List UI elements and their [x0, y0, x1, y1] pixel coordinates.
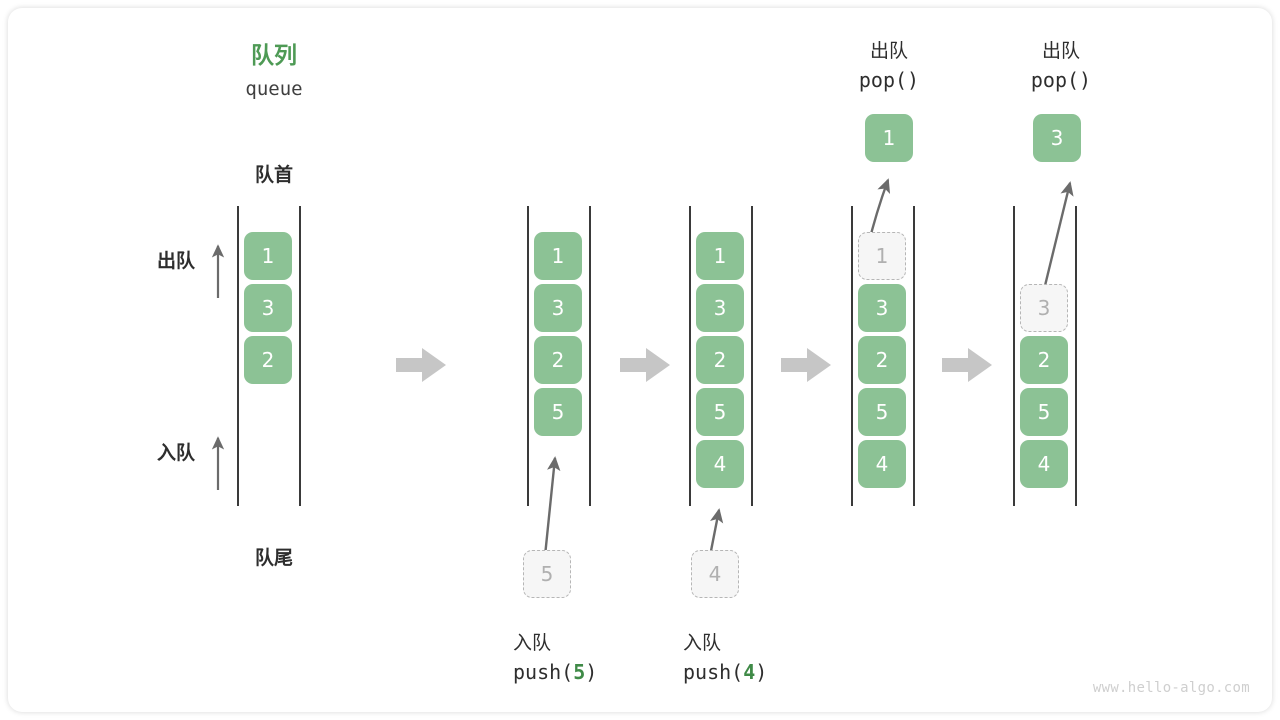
diagram-canvas: 队列 queue 队首 队尾 出队 入队 1 3 2 1 3 2 5 5 入队 … [8, 8, 1272, 712]
dequeue-label: 出队 [156, 251, 195, 272]
push-4-caption-code: push(4) [633, 660, 853, 684]
cell-step1-1: 3 [534, 284, 582, 332]
queue-title-en: queue [245, 78, 303, 100]
queue-rail-right-4 [913, 206, 915, 506]
pop-1-caption-cn: 出队 [869, 41, 908, 62]
cell-step3-4: 4 [858, 440, 906, 488]
cell-step1-0: 1 [534, 232, 582, 280]
cell-step1-2: 2 [534, 336, 582, 384]
cell-step3-3: 5 [858, 388, 906, 436]
queue-front-label: 队首 [254, 165, 293, 186]
cell-step2-0: 1 [696, 232, 744, 280]
push-5-fn-close: ) [585, 660, 598, 684]
push-5-fn: push( [513, 660, 574, 684]
queue-rail-left-2 [527, 206, 529, 506]
watermark: www.hello-algo.com [1092, 680, 1250, 696]
push-5-caption-code: push(5) [463, 660, 683, 684]
pop-3-caption-code: pop() [1030, 68, 1092, 92]
push-4-fn: push( [683, 660, 744, 684]
push-4-arg: 4 [743, 660, 756, 684]
cell-step3-2: 2 [858, 336, 906, 384]
queue-title-cn: 队列 [251, 42, 297, 68]
queue-rear-label: 队尾 [254, 548, 293, 569]
push-5-arrow [543, 456, 561, 557]
push-4-fn-close: ) [755, 660, 768, 684]
queue-rail-right-5 [1075, 206, 1077, 506]
push-4-caption-cn: 入队 [683, 633, 722, 654]
popped-cell-1: 1 [865, 114, 913, 162]
cell-step3-0: 1 [858, 232, 906, 280]
cell-step0-2: 2 [244, 336, 292, 384]
enqueue-label: 入队 [156, 443, 195, 464]
cell-step2-1: 3 [696, 284, 744, 332]
step-arrow-2 [620, 348, 670, 382]
queue-rail-right-2 [589, 206, 591, 506]
cell-step4-1: 3 [1020, 284, 1068, 332]
cell-step4-4: 4 [1020, 440, 1068, 488]
pop-3-arrow [1040, 181, 1074, 299]
step-arrow-3 [781, 348, 831, 382]
queue-rail-left-3 [689, 206, 691, 506]
step-arrow-1 [396, 348, 446, 382]
queue-rail-right-1 [299, 206, 301, 506]
arrow-overlay [211, 178, 1074, 557]
cell-step2-3: 5 [696, 388, 744, 436]
cell-step2-2: 2 [696, 336, 744, 384]
popped-cell-3: 3 [1033, 114, 1081, 162]
cell-step0-0: 1 [244, 232, 292, 280]
pop-3-caption-cn: 出队 [1041, 41, 1080, 62]
step-arrow-4 [942, 348, 992, 382]
cell-step2-4: 4 [696, 440, 744, 488]
pop-1-caption-code: pop() [858, 68, 920, 92]
push-5-caption-cn: 入队 [513, 633, 552, 654]
ghost-cell-push-5: 5 [523, 550, 571, 598]
queue-rail-left-5 [1013, 206, 1015, 506]
push-5-arg: 5 [573, 660, 586, 684]
queue-rail-left-4 [851, 206, 853, 506]
cell-step0-1: 3 [244, 284, 292, 332]
ghost-cell-push-4: 4 [691, 550, 739, 598]
cell-step1-3: 5 [534, 388, 582, 436]
cell-step4-3: 5 [1020, 388, 1068, 436]
cell-step3-1: 3 [858, 284, 906, 332]
cell-step4-2: 2 [1020, 336, 1068, 384]
queue-rail-left-1 [237, 206, 239, 506]
queue-rail-right-3 [751, 206, 753, 506]
